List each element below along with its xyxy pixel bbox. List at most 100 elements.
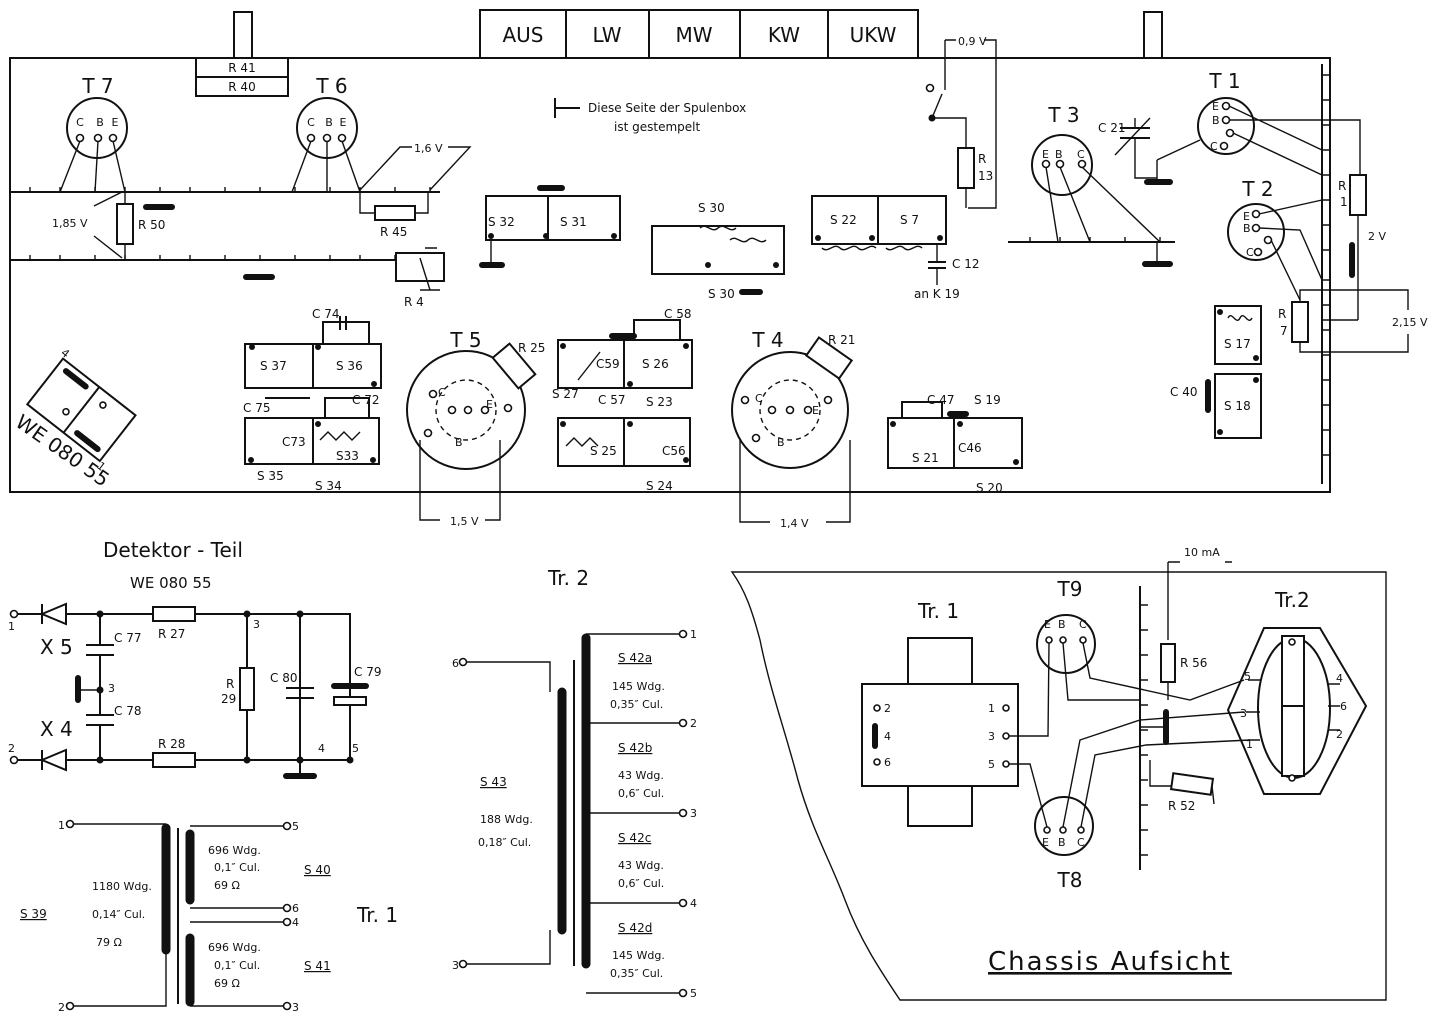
- svg-text:4: 4: [884, 730, 891, 743]
- svg-text:E: E: [1243, 210, 1250, 223]
- chassis-r56-label: R 56: [1180, 656, 1207, 670]
- c73-label: C73: [282, 435, 306, 449]
- chassis-tr1-title: Tr. 1: [917, 599, 959, 623]
- s40-turns: 696 Wdg.: [208, 844, 261, 857]
- transistor-t5: T 5 C E B R 25 1,5 V: [406, 328, 545, 528]
- s42c-label: S 42c: [618, 831, 651, 845]
- r1-label-a: R: [1338, 179, 1346, 193]
- c21: C 21: [1098, 117, 1201, 185]
- t9-label: T9: [1057, 577, 1083, 601]
- s20-label: S 20: [976, 481, 1003, 495]
- s41-wire: 0,1″ Cul.: [214, 959, 260, 972]
- tab-aus: AUS: [502, 23, 543, 47]
- transformer-tr1: 1 2 5 6 4 3 S 39 1180 Wdg. 0,14″ Cul. 79…: [20, 819, 398, 1012]
- s25-label: S 25: [590, 444, 617, 458]
- we08055-module: 4 1: [25, 346, 137, 474]
- top-resistor-block: R 41 R 40: [195, 57, 289, 97]
- s18-label: S 18: [1224, 399, 1251, 413]
- r45-label: R 45: [380, 225, 407, 239]
- svg-text:5: 5: [292, 820, 299, 833]
- r7: R 7 2,15 V: [1278, 289, 1428, 353]
- r29-label-a: R: [226, 677, 234, 691]
- x4-label: X 4: [40, 717, 73, 741]
- c47-label: C 47: [927, 393, 954, 407]
- s32-label: S 32: [488, 215, 515, 229]
- s40-wire: 0,1″ Cul.: [214, 861, 260, 874]
- c78-label: C 78: [114, 704, 141, 718]
- s41-label: S 41: [304, 959, 331, 973]
- svg-text:5: 5: [1244, 670, 1251, 683]
- r13: 0,9 V R 13: [925, 35, 997, 209]
- svg-text:3: 3: [988, 730, 995, 743]
- svg-text:1: 1: [690, 628, 697, 641]
- stamp-note-line2: ist gestempelt: [614, 120, 700, 134]
- svg-text:5: 5: [352, 742, 359, 755]
- s42d-turns: 145 Wdg.: [612, 949, 665, 962]
- svg-text:3: 3: [690, 807, 697, 820]
- r50-label: R 50: [138, 218, 165, 232]
- svg-text:3: 3: [1240, 707, 1247, 720]
- r13-label-a: R: [978, 152, 986, 166]
- transistor-t3: T 3 E B C: [1008, 103, 1175, 267]
- svg-text:3: 3: [253, 618, 260, 631]
- waveband-switch: AUS LW MW KW UKW: [479, 9, 919, 59]
- c58-label: C 58: [664, 307, 691, 321]
- s31-label: S 31: [560, 215, 587, 229]
- svg-text:6: 6: [884, 756, 891, 769]
- svg-text:B: B: [1212, 114, 1220, 127]
- s39-label: S 39: [20, 907, 47, 921]
- coil-group-s30: S 30 S 30: [651, 201, 785, 301]
- svg-text:6: 6: [452, 657, 459, 670]
- s24-label: S 24: [646, 479, 673, 493]
- svg-text:4: 4: [690, 897, 697, 910]
- s39-turns: 1180 Wdg.: [92, 880, 152, 893]
- svg-text:B: B: [1243, 222, 1251, 235]
- s34-label: S 34: [315, 479, 342, 493]
- s43-turns: 188 Wdg.: [480, 813, 533, 826]
- s40-label: S 40: [304, 863, 331, 877]
- chassis-r52-label: R 52: [1168, 799, 1195, 813]
- t7-label: T 7: [81, 74, 113, 98]
- r21-label: R 21: [828, 333, 855, 347]
- tr1-title: Tr. 1: [356, 903, 398, 927]
- chassis-title: Chassis Aufsicht: [988, 947, 1232, 977]
- s30b-label: S 30: [708, 287, 735, 301]
- detector-title: Detektor - Teil: [103, 538, 243, 562]
- r27-label: R 27: [158, 627, 185, 641]
- left-tab: [233, 11, 253, 59]
- r13-label-b: 13: [978, 169, 993, 183]
- c57-label: C 57: [598, 393, 625, 407]
- transistor-t7: T 7 C B E: [59, 74, 128, 193]
- s43-wire: 0,18″ Cul.: [478, 836, 531, 849]
- svg-text:C: C: [1077, 148, 1085, 161]
- svg-text:C: C: [755, 392, 763, 405]
- transformer-tr2: Tr. 2 6 3 1 2 3 4 5 S 43 188 Wdg. 0,18″ …: [452, 566, 697, 1000]
- svg-text:E: E: [1212, 100, 1219, 113]
- right-tab: [1143, 11, 1163, 59]
- s22-label: S 22: [830, 213, 857, 227]
- tab-kw: KW: [768, 23, 800, 47]
- svg-text:C: C: [1077, 836, 1085, 849]
- s39-ohm: 79 Ω: [96, 936, 122, 949]
- tab-ukw: UKW: [850, 23, 897, 47]
- s42d-label: S 42d: [618, 921, 652, 935]
- svg-text:5: 5: [690, 987, 697, 1000]
- c72-label: C 72: [352, 393, 379, 407]
- s42a-turns: 145 Wdg.: [612, 680, 665, 693]
- t4-label: T 4: [751, 328, 783, 352]
- s41-turns: 696 Wdg.: [208, 941, 261, 954]
- t6-label: T 6: [315, 74, 347, 98]
- svg-text:2: 2: [1336, 728, 1343, 741]
- svg-text:3: 3: [108, 682, 115, 695]
- tr2-title: Tr. 2: [547, 566, 589, 590]
- s19-label: S 19: [974, 393, 1001, 407]
- svg-text:2: 2: [8, 742, 15, 755]
- s23-label: S 23: [646, 395, 673, 409]
- s27-label: S 27: [552, 387, 579, 401]
- s36-label: S 36: [336, 359, 363, 373]
- svg-text:C: C: [76, 116, 84, 129]
- svg-text:1: 1: [1246, 738, 1253, 751]
- tab-mw: MW: [675, 23, 712, 47]
- svg-text:6: 6: [1340, 700, 1347, 713]
